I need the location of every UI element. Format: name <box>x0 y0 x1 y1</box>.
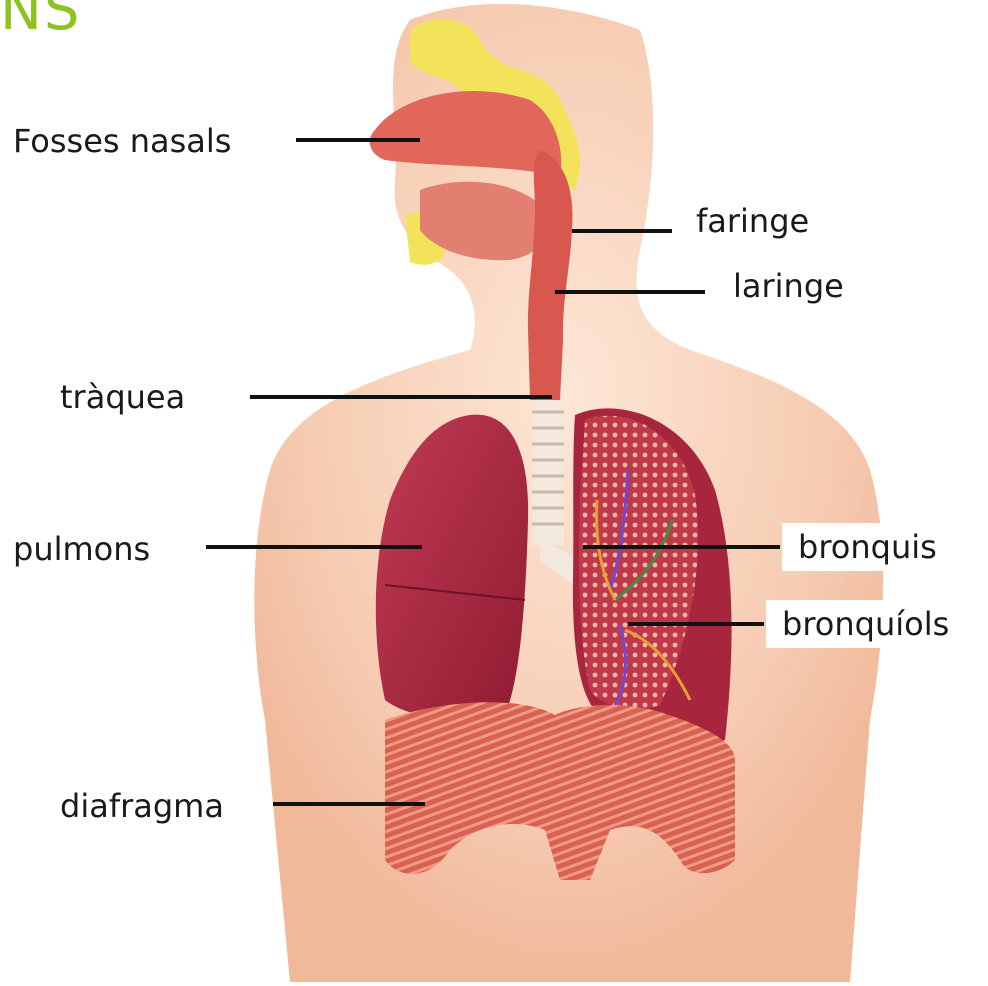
trachea-rings <box>532 400 564 545</box>
label-bronquiols: bronquíols <box>766 600 965 648</box>
label-faringe: faringe <box>696 205 809 237</box>
label-diafragma: diafragma <box>60 790 224 822</box>
title-fragment: NS <box>0 0 81 43</box>
label-traquea: tràquea <box>60 381 185 413</box>
label-fosses-nasals: Fosses nasals <box>13 125 231 157</box>
label-bronquis: bronquis <box>782 523 953 571</box>
label-pulmons: pulmons <box>13 533 150 565</box>
diaphragm <box>385 702 735 880</box>
label-laringe: laringe <box>733 270 844 302</box>
